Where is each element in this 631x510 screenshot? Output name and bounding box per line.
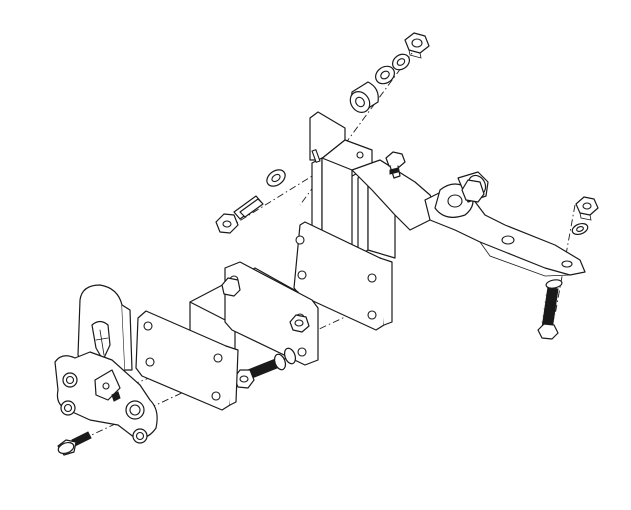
flat-washer-icon xyxy=(571,222,589,236)
mounting-plate-icon xyxy=(293,221,393,331)
threaded-bolt-icon xyxy=(537,279,563,340)
flat-washer-icon xyxy=(392,53,410,71)
bent-bracket-icon xyxy=(309,111,441,259)
cylindrical-spacer-icon xyxy=(349,81,379,113)
mounting-plate-icon xyxy=(135,310,239,411)
hinge-bracket-icon xyxy=(54,284,158,444)
hex-bolt-icon xyxy=(385,151,406,179)
countersunk-screw-icon xyxy=(57,431,92,456)
hex-bolt-icon xyxy=(215,195,264,234)
hex-nut-icon xyxy=(404,32,430,59)
hex-nut-icon xyxy=(575,196,599,221)
flat-washer-icon xyxy=(375,65,395,85)
threaded-bolt-icon xyxy=(233,347,297,389)
rod-end-joint-icon xyxy=(424,171,586,277)
flat-washer-icon xyxy=(266,169,286,187)
center-line-right-bolt xyxy=(554,204,576,316)
